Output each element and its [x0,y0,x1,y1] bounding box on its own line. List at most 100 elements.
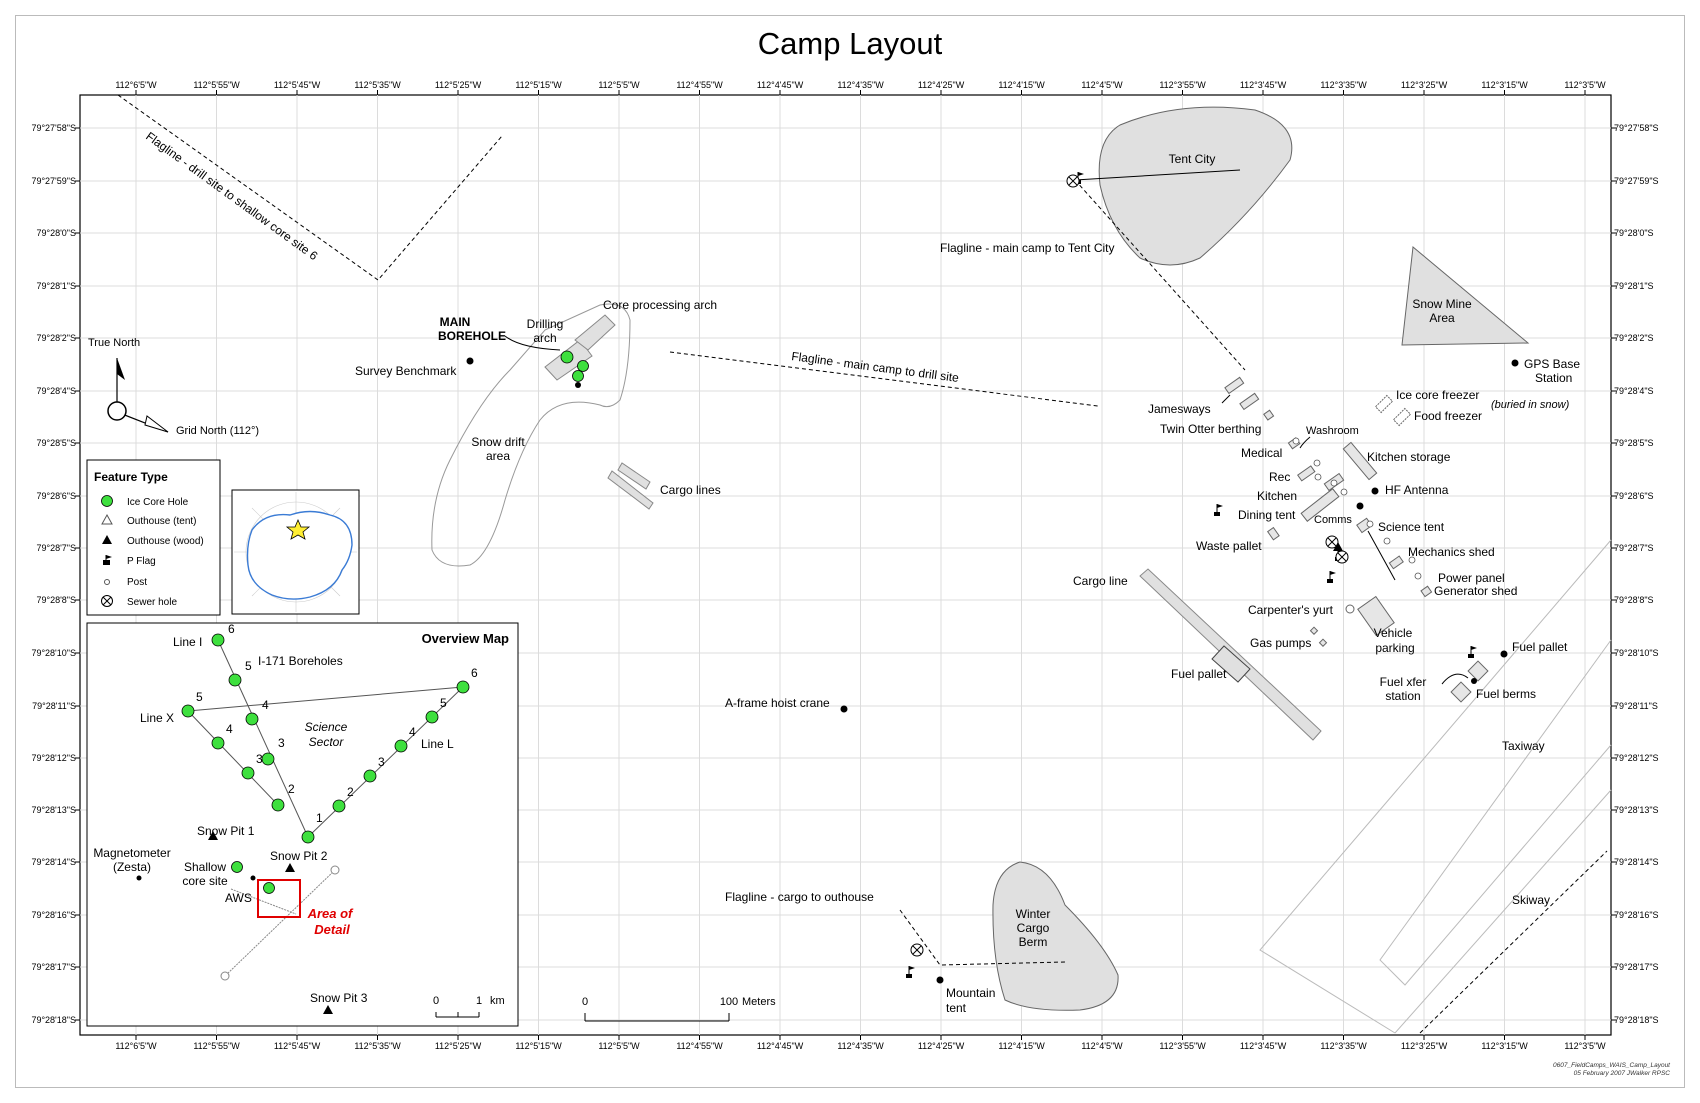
main-ice-core-hole [577,360,589,372]
latitude-label-left: 79°28'10"S [31,648,76,658]
skiway-dash [1419,850,1608,1034]
twin-otter-hut [1263,409,1275,421]
latitude-label-left: 79°27'59"S [31,176,76,186]
skiway-edge [1379,639,1612,986]
shallow-core-hole [231,861,243,873]
label-snow-mine-1: Snow Mine [1412,297,1472,311]
taxiway-edge [1259,539,1612,1034]
latitude-label-right: 79°28'10"S [1614,648,1659,658]
p-flag-icon [1468,646,1477,658]
north-arrow-center-icon [107,401,127,421]
label-snow-drift-2: area [486,449,510,463]
longitude-label-top: 112°3'35"W [1320,80,1367,90]
comms-point [1356,502,1364,510]
latitude-label-left: 79°28'13"S [31,805,76,815]
label-drilling-arch-1: Drilling [527,317,564,331]
latitude-label-right: 79°28'1"S [1614,281,1654,291]
label-kitchen-storage: Kitchen storage [1367,450,1451,464]
overview-ice-core-hole [211,633,225,647]
p-flag-icon [906,966,915,978]
label-kitchen: Kitchen [1257,489,1297,503]
freezers [1374,394,1412,427]
leader-lines [504,335,1469,685]
vehicle-parking-shape [1357,595,1395,637]
legend-item-label: Post [127,577,147,588]
overview-ice-core-hole [363,769,377,783]
latitude-label-right: 79°27'59"S [1614,176,1659,186]
snow-pit-3-icon [323,1005,333,1014]
sewer-hole-icon [910,943,924,957]
label-mountain-tent-2: tent [946,1001,967,1015]
label-winter-cargo-2: Cargo [1017,921,1050,935]
label-fuel-xfer-1: Fuel xfer [1380,675,1427,689]
leader-washroom [1299,436,1311,449]
label-flagline-drill-shallow: Flagline - drill site to shallow core si… [143,129,320,263]
overview-hole-number: 4 [226,722,233,736]
graticule-labels: 112°6'5"W112°6'5"W112°5'55"W112°5'55"W11… [31,80,1658,1051]
longitude-label-bottom: 112°6'5"W [115,1041,157,1051]
label-snow-mine-2: Area [1429,311,1455,325]
label-cargo-lines: Cargo lines [660,483,721,497]
ice-core-freezer-shape [1374,394,1394,414]
latitude-label-left: 79°28'7"S [36,543,76,553]
outhouse-wood-icon [102,535,112,544]
label-fuel-berms: Fuel berms [1476,687,1536,701]
overview-hole-number: 4 [262,698,269,712]
longitude-label-top: 112°4'25"W [918,80,965,90]
area-of-detail-box [257,879,301,918]
label-survey-benchmark: Survey Benchmark [355,364,457,378]
longitude-label-bottom: 112°5'45"W [274,1041,321,1051]
latitude-label-right: 79°28'11"S [1614,701,1658,711]
snow-drift-area-outline [431,303,631,567]
legend-item-label: Sewer hole [127,597,177,608]
label-vehicle-parking-1: Vehicle [1374,626,1413,640]
gas-pump-2 [1318,638,1328,647]
grid-north-arrow-icon [144,415,169,433]
main-ice-core-hole [560,350,574,364]
longitude-label-bottom: 112°3'55"W [1159,1041,1206,1051]
snow-pit-2-icon [285,863,295,872]
label-ice-core-freezer: Ice core freezer [1396,388,1479,402]
longitude-label-bottom: 112°3'35"W [1320,1041,1367,1051]
label-a-frame: A-frame hoist crane [725,696,830,710]
leader-borehole [504,335,561,351]
fuel-berm-2 [1450,681,1472,703]
a-frame-crane-point [840,705,848,713]
overview-snow-pit-3: Snow Pit 3 [310,991,368,1005]
scale-bar: 0 100 Meters [582,996,776,1022]
longitude-label-top: 112°3'45"W [1240,80,1287,90]
credit-line-1: 0607_FieldCamps_WAIS_Camp_Layout [1553,1062,1670,1069]
latitude-label-left: 79°28'8"S [36,595,76,605]
latitude-label-right: 79°28'8"S [1614,595,1654,605]
label-core-processing-arch: Core processing arch [603,298,717,312]
gps-base-station-point [1511,359,1519,367]
overview-ice-core-hole [301,830,315,844]
label-fuel-pallet-right: Fuel pallet [1512,640,1568,654]
generator-shed-shape [1420,585,1433,598]
legend-item-label: Outhouse (wood) [127,536,204,547]
latitude-label-right: 79°28'13"S [1614,805,1659,815]
latitude-label-left: 79°28'6"S [36,491,76,501]
latitude-label-right: 79°28'6"S [1614,491,1654,501]
overview-science-sector-2: Sector [309,735,345,749]
sewer-holes [910,174,1349,957]
sewer-hole-icon [1066,174,1080,188]
label-science-tent: Science tent [1378,520,1445,534]
label-mountain-tent-1: Mountain [946,986,995,1000]
label-jamesways: Jamesways [1148,402,1211,416]
true-north-arrow-icon [117,358,125,380]
flagline-main-drill [669,351,1099,407]
overview-scale-one: 1 [476,995,482,1007]
latitude-label-right: 79°28'18"S [1614,1015,1659,1025]
antarctica-inset [231,489,360,615]
label-vehicle-parking-2: parking [1375,641,1414,655]
overview-ice-core-hole [181,704,195,718]
label-flagline-main-tent: Flagline - main camp to Tent City [940,241,1115,255]
longitude-label-bottom: 112°4'25"W [918,1041,965,1051]
aws-point [250,875,256,881]
scale-end: 100 [720,996,738,1008]
longitude-label-bottom: 112°5'35"W [354,1041,401,1051]
overview-shallow-core-1: Shallow [184,860,226,874]
overview-science-sector-1: Science [305,720,348,734]
